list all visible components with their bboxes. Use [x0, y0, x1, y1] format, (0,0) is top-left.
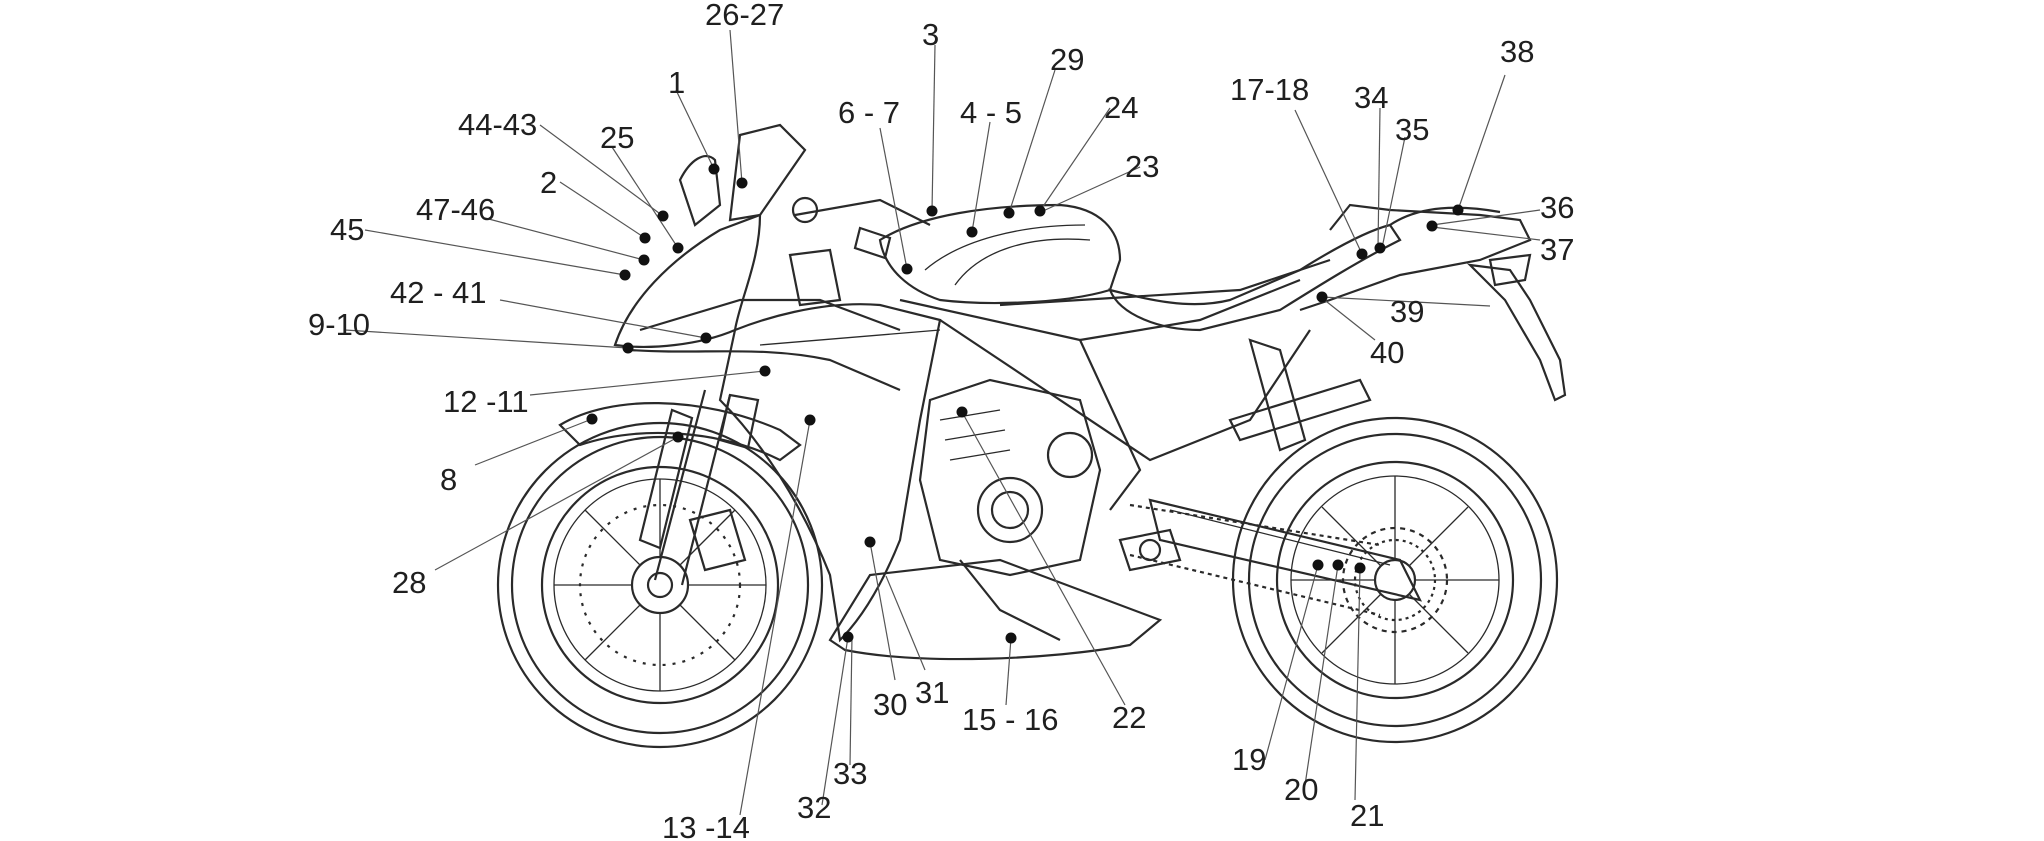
- front-wheel: [496, 421, 824, 749]
- callout-label: 12 -11: [443, 384, 529, 419]
- swingarm: [1148, 498, 1423, 602]
- front-fork: [638, 389, 760, 586]
- callout-label: 23: [1125, 149, 1159, 184]
- callout-label: 25: [600, 120, 634, 155]
- callout-label: 36: [1540, 190, 1574, 225]
- callout-label: 38: [1500, 34, 1534, 69]
- callout-label: 33: [833, 756, 867, 791]
- seat: [1108, 223, 1402, 332]
- callout-label: 21: [1350, 798, 1384, 833]
- tail-section: [1299, 203, 1567, 402]
- callout-label: 6 - 7: [838, 95, 900, 130]
- callout-label: 15 - 16: [962, 702, 1059, 737]
- handlebar: [788, 196, 931, 307]
- callout-label: 31: [915, 675, 949, 710]
- fuel-tank: [878, 203, 1122, 305]
- front-fender: [558, 402, 802, 462]
- callout-label: 45: [330, 212, 364, 247]
- callout-label: 2: [540, 165, 557, 200]
- callout-label: 47-46: [416, 192, 495, 227]
- callout-label: 29: [1050, 42, 1084, 77]
- side-fairing: [718, 303, 1163, 661]
- callout-label: 1: [668, 65, 685, 100]
- front-brake-caliper: [688, 508, 747, 572]
- callout-label: 13 -14: [662, 810, 750, 841]
- callout-label: 24: [1104, 90, 1138, 125]
- callout-dots: [586, 163, 1464, 644]
- callout-label: 22: [1112, 700, 1146, 735]
- callout-label: 20: [1284, 772, 1318, 807]
- callout-label: 37: [1540, 232, 1574, 267]
- engine: [918, 378, 1102, 641]
- callout-labels: 1 2 3 4 - 5 6 - 7 8 9-10 12 -11 13 -14 1…: [308, 0, 1574, 841]
- leader-lines: [344, 29, 1541, 816]
- rear-wheel: [1231, 416, 1559, 744]
- callout-label: 35: [1395, 112, 1429, 147]
- callout-label: 4 - 5: [960, 95, 1022, 130]
- front-fairing: [613, 123, 901, 392]
- callout-label: 19: [1232, 742, 1266, 777]
- callout-label: 34: [1354, 80, 1388, 115]
- callout-label: 3: [922, 17, 939, 52]
- callout-label: 44-43: [458, 107, 537, 142]
- callout-label: 42 - 41: [390, 275, 487, 310]
- callout-label: 30: [873, 687, 907, 722]
- drive-chain: [1129, 503, 1437, 622]
- callout-label: 39: [1390, 294, 1424, 329]
- callout-label: 28: [392, 565, 426, 600]
- rear-suspension: [1228, 338, 1372, 452]
- motorcycle-drawing: [496, 123, 1567, 749]
- callout-label: 17-18: [1230, 72, 1309, 107]
- callout-label: 32: [797, 790, 831, 825]
- footrest: [1118, 528, 1182, 572]
- callout-label: 26-27: [705, 0, 784, 32]
- frame: [899, 258, 1331, 511]
- callout-label: 8: [440, 462, 457, 497]
- callout-label: 40: [1370, 335, 1404, 370]
- callout-label: 9-10: [308, 307, 370, 342]
